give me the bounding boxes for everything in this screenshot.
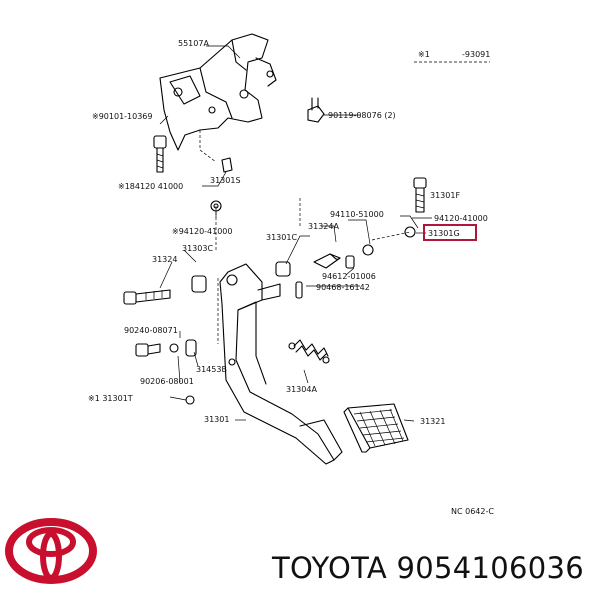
label-31303c: 31303C [182, 244, 213, 253]
label-31324: 31324 [152, 255, 177, 264]
label-94120b: 94120-41000 [434, 214, 488, 223]
product-caption: TOYOTA 9054106036 [272, 551, 585, 585]
label-55107a: 55107A [178, 39, 209, 48]
clip-31301g [404, 226, 416, 238]
label-94110: 94110-51000 [330, 210, 384, 219]
label-31301c: 31301C [266, 233, 297, 242]
label-31301t: ※1 31301T [88, 394, 133, 403]
washer-90240 [169, 343, 179, 353]
bushing-31303c [191, 275, 207, 293]
nut-94120 [362, 244, 374, 256]
clip-31301t [185, 395, 195, 405]
bushing-31453b [185, 339, 197, 357]
label-90240: 90240-08071 [124, 326, 178, 335]
pedal-arm-31301 [219, 263, 343, 465]
label-star: ※1 [418, 50, 430, 59]
label-31324a: 31324A [308, 222, 339, 231]
bolt-90119 [307, 97, 325, 123]
bolt-31301f [413, 177, 427, 213]
washer-94612 [345, 255, 355, 269]
label-94612: 94612-01006 [322, 272, 376, 281]
spring-31304a [288, 339, 330, 364]
pedal-bracket [159, 33, 277, 163]
label-90101: ※90101-10369 [92, 112, 153, 121]
leader-lines [159, 45, 490, 422]
label-31321: 31321 [420, 417, 445, 426]
nut-184120 [210, 200, 222, 212]
label-31304a: 31304A [286, 385, 317, 394]
label-31301: 31301 [204, 415, 229, 424]
toyota-logo-icon [5, 518, 97, 584]
bolt-90101 [153, 135, 167, 173]
label-90119: 90119-08076 (2) [328, 111, 396, 120]
label-31301s: 31301S [210, 176, 241, 185]
pedal-pad-31321 [343, 403, 409, 453]
bolt-31324 [123, 289, 171, 305]
bushing-31301s [221, 157, 233, 173]
label-31301g: 31301G [428, 229, 460, 238]
label-184120: ※184120 41000 [118, 182, 183, 191]
bushing-31301c [275, 261, 291, 277]
label-90468: 90468-16142 [316, 283, 370, 292]
label-90206: 90206-08001 [140, 377, 194, 386]
label-94120a: ※94120-41000 [172, 227, 233, 236]
label-31453b: 31453B [196, 365, 227, 374]
diagram-reference: NC 0642-C [451, 507, 494, 516]
collar-31324a [313, 253, 341, 269]
cushion-90468 [295, 281, 303, 299]
highlight-box [423, 224, 477, 241]
label-31301f: 31301F [430, 191, 460, 200]
bolt-90240 [135, 343, 161, 357]
label-93091: -93091 [462, 50, 490, 59]
